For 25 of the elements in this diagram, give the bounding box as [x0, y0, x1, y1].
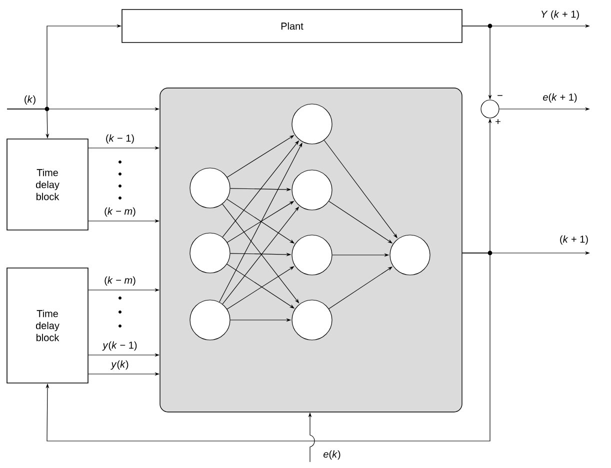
edge-label: (k − 1) — [104, 133, 136, 145]
process-box: Plant — [122, 9, 462, 43]
process-box: Time delay block — [6, 268, 88, 384]
edge-label: (k + 1) — [558, 234, 590, 246]
neuron-circle — [292, 170, 332, 210]
edge-label: + — [494, 118, 502, 126]
edge-label: e(k) — [322, 449, 342, 461]
edge-label: (k − m) — [103, 275, 137, 287]
neuron-circle — [292, 234, 332, 276]
edge-label: e(k + 1) — [542, 92, 578, 104]
summing-junction — [480, 100, 500, 118]
neuron-circle — [292, 300, 332, 340]
neuron-circle — [190, 232, 230, 274]
arrow — [46, 252, 490, 442]
edge-label: y(k) — [110, 359, 130, 371]
edge-label: (k) — [22, 94, 38, 106]
neuron-circle — [190, 168, 230, 208]
edge-label: y(k − 1) — [102, 340, 138, 352]
neuron-circle — [190, 300, 230, 340]
process-box: Time delay block — [6, 138, 88, 230]
edge-label: Y (k + 1) — [539, 9, 581, 21]
edge-label: (k − m) — [103, 206, 137, 218]
neuron-circle — [292, 104, 332, 144]
edge-label: − — [496, 94, 504, 100]
neuron-circle — [390, 234, 430, 276]
